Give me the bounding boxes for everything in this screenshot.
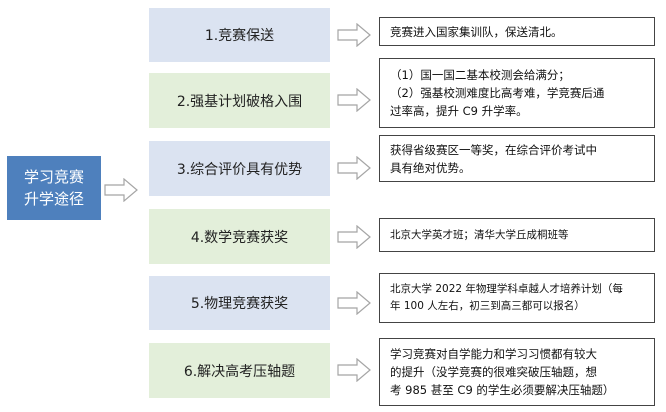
node-item-4: 4.数学竞赛获奖 <box>149 209 330 264</box>
desc-1-line-1: 竞赛进入国家集训队，保送清北。 <box>390 24 563 39</box>
node-item-4-label: 4.数学竞赛获奖 <box>190 229 289 246</box>
node-item-1-label: 1.竞赛保送 <box>204 28 275 44</box>
desc-3-line-1: 获得省级赛区一等奖，在综合评价考试中 <box>390 142 597 157</box>
node-item-5: 5.物理竞赛获奖 <box>149 276 330 330</box>
node-item-2: 2.强基计划破格入围 <box>149 73 330 128</box>
desc-6-line-3: 考 985 甚至 C9 的学生必须要解决压轴题） <box>390 383 615 397</box>
root-label-line1: 学习竞赛 <box>23 168 84 186</box>
arrow-icon-2 <box>337 88 371 112</box>
desc-5-line-2: 年 100 人左右，初三到高三都可以报名） <box>390 300 585 312</box>
desc-3-line-2: 具有绝对优势。 <box>390 160 471 175</box>
node-item-3-label: 3.综合评价具有优势 <box>176 161 303 178</box>
desc-box-2: （1）国一国二基本校测会给满分； （2）强基校测难度比高考难，学竞赛后通 过率高… <box>379 58 655 128</box>
arrow-icon-5 <box>337 291 371 315</box>
node-item-6-label: 6.解决高考压轴题 <box>183 363 296 380</box>
desc-5-line-1: 北京大学 2022 年物理学科卓越人才培养计划（每 <box>390 283 623 295</box>
desc-box-3: 获得省级赛区一等奖，在综合评价考试中 具有绝对优势。 <box>379 135 655 182</box>
root-label-line2: 升学途径 <box>23 190 84 208</box>
arrow-icon-6 <box>337 358 371 382</box>
desc-6-line-1: 学习竞赛对自学能力和学习习惯都有较大 <box>390 347 597 361</box>
arrow-icon-3 <box>337 156 371 180</box>
desc-box-1: 竞赛进入国家集训队，保送清北。 <box>379 17 655 46</box>
node-item-3: 3.综合评价具有优势 <box>149 141 330 196</box>
node-item-2-label: 2.强基计划破格入围 <box>176 93 303 110</box>
node-item-1: 1.竞赛保送 <box>149 8 330 62</box>
root-arrow-icon <box>104 178 138 202</box>
root-node: 学习竞赛 升学途径 <box>7 156 101 220</box>
desc-6-line-2: 的提升（没学竞赛的很难突破压轴题，想 <box>390 365 597 379</box>
desc-2-line-1: （1）国一国二基本校测会给满分； <box>390 68 570 82</box>
desc-2-line-3: 过率高，提升 C9 升学率。 <box>390 104 528 118</box>
arrow-icon-1 <box>337 23 371 47</box>
desc-box-5: 北京大学 2022 年物理学科卓越人才培养计划（每 年 100 人左右，初三到高… <box>379 273 655 323</box>
node-item-6: 6.解决高考压轴题 <box>149 343 330 398</box>
desc-4-line-1: 北京大学英才班；清华大学丘成桐班等 <box>390 228 569 241</box>
node-item-5-label: 5.物理竞赛获奖 <box>190 296 289 312</box>
desc-box-6: 学习竞赛对自学能力和学习习惯都有较大 的提升（没学竞赛的很难突破压轴题，想 考 … <box>379 338 655 406</box>
arrow-icon-4 <box>337 225 371 249</box>
desc-box-4: 北京大学英才班；清华大学丘成桐班等 <box>379 218 655 252</box>
desc-2-line-2: （2）强基校测难度比高考难，学竞赛后通 <box>390 86 605 100</box>
